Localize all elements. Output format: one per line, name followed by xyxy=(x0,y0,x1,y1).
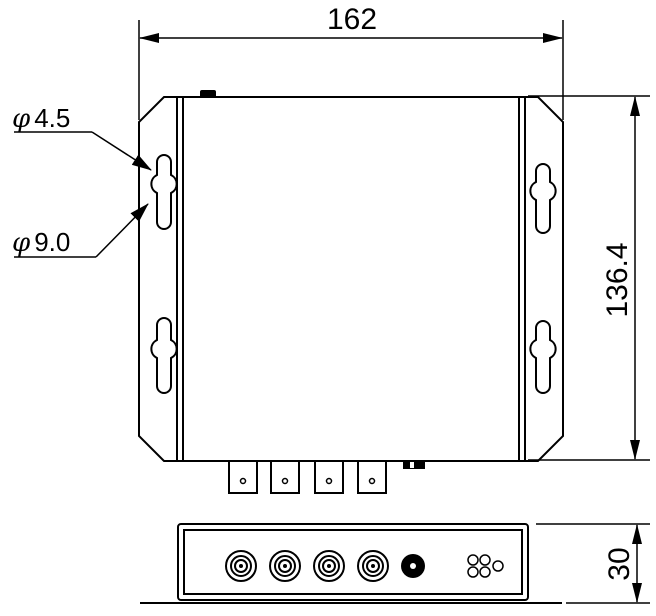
bnc-tab-3-hole xyxy=(325,477,333,485)
keyhole-slot-right-bottom xyxy=(529,320,557,394)
connector-tabs xyxy=(228,460,425,494)
hole-small-value: 4.5 xyxy=(34,103,70,133)
dc-power-jack xyxy=(401,554,425,578)
right-mounting-flange xyxy=(525,96,564,462)
left-mounting-flange xyxy=(138,96,177,462)
bnc-connector-2 xyxy=(269,550,301,582)
depth-dimension: 30 xyxy=(536,523,650,604)
height-value: 136.4 xyxy=(601,242,634,317)
keyhole-slot-right-top xyxy=(529,163,557,234)
front-panel-inner xyxy=(183,529,523,595)
power-jack-tab-slot xyxy=(410,462,414,468)
bnc-tab-4-hole xyxy=(368,477,376,485)
depth-value: 30 xyxy=(603,547,636,580)
width-dimension: 162 xyxy=(138,3,564,120)
height-dimension: 136.4 xyxy=(528,95,650,461)
top-tab xyxy=(200,90,216,98)
bnc-connector-4 xyxy=(357,550,389,582)
leader-small-arrow xyxy=(91,131,152,171)
led-indicators xyxy=(467,554,504,578)
bnc-tab-1-hole xyxy=(239,477,247,485)
bnc-connector-1 xyxy=(225,550,257,582)
leader-large-arrow xyxy=(95,203,149,258)
hole-large-symbol: φ xyxy=(12,228,31,258)
front-panel xyxy=(177,523,529,601)
keyhole-slot-left-bottom xyxy=(150,317,178,394)
bnc-tab-1 xyxy=(228,460,258,494)
hole-small-symbol: φ xyxy=(12,104,31,134)
bnc-tab-3 xyxy=(314,460,344,494)
front-view xyxy=(140,523,562,604)
hole-large-value: 9.0 xyxy=(34,227,70,257)
bnc-connector-3 xyxy=(313,550,345,582)
bnc-tab-2 xyxy=(270,460,300,494)
keyhole-slot-left-top xyxy=(150,154,178,230)
width-value: 162 xyxy=(327,3,377,36)
main-body xyxy=(176,96,526,462)
bnc-tab-4 xyxy=(357,460,387,494)
bnc-tab-2-hole xyxy=(281,477,289,485)
top-view xyxy=(138,90,564,494)
